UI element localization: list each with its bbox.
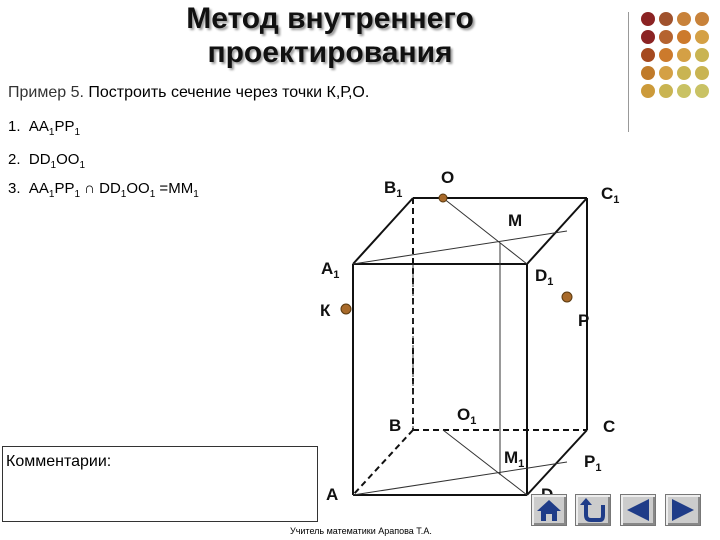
point-k <box>340 303 352 315</box>
step-subscript: 1 <box>193 189 199 200</box>
title-line-1: Метод внутреннего <box>186 2 474 35</box>
label-o1: O1 <box>457 405 476 427</box>
return-button[interactable] <box>575 494 611 526</box>
edge-b-a-hidden <box>352 429 414 496</box>
comments-label: Комментарии: <box>6 453 112 470</box>
slide-title: Метод внутреннего проектирования <box>90 2 570 70</box>
decorative-dot <box>677 12 691 26</box>
next-button[interactable] <box>665 494 701 526</box>
step-number: 3. <box>8 180 21 197</box>
decorative-dot <box>677 84 691 98</box>
example-statement: Пример 5. Построить сечение через точки … <box>8 84 369 102</box>
step-number: 1. <box>8 118 21 135</box>
return-icon <box>580 498 605 522</box>
step-subscript: 1 <box>50 160 57 171</box>
step-text: PP <box>54 118 75 135</box>
step-text: OO <box>56 151 80 168</box>
divider-line <box>628 12 629 132</box>
step-text: PP <box>54 180 75 197</box>
step-subscript: 1 <box>79 160 85 171</box>
example-text: Построить сечение через точки К,Р,О. <box>83 84 370 101</box>
step-subscript: 1 <box>120 189 127 200</box>
decorative-dot <box>677 66 691 80</box>
label-b1: B1 <box>384 178 402 200</box>
previous-button[interactable] <box>620 494 656 526</box>
line-d1-o <box>442 197 528 265</box>
decorative-dot <box>695 84 709 98</box>
decorative-dot <box>659 48 673 62</box>
label-b: B <box>389 416 401 435</box>
example-label: Пример 5. <box>8 84 84 101</box>
decorative-dot <box>659 12 673 26</box>
point-p <box>561 291 573 303</box>
decorative-dot <box>659 84 673 98</box>
step-subscript: 1 <box>74 189 81 200</box>
step-text: =MM <box>155 180 194 197</box>
step-3: 3. AA1PP1 ∩ DD1OO1 =MM1 <box>8 180 199 200</box>
point-o <box>438 193 448 203</box>
previous-icon <box>627 499 649 521</box>
next-icon <box>672 499 694 521</box>
step-subscript: 1 <box>74 127 81 138</box>
decorative-dot <box>677 30 691 44</box>
label-d1: D1 <box>535 266 553 288</box>
decorative-dot <box>641 30 655 44</box>
decorative-dot <box>641 48 655 62</box>
edge-c1-d1 <box>526 197 588 265</box>
comments-box[interactable]: Комментарии: <box>2 446 318 522</box>
label-c1: C1 <box>601 184 619 206</box>
decorative-dot <box>695 12 709 26</box>
author-credit: Учитель математики Арапова Т.А. <box>290 526 432 536</box>
step-text: OO <box>126 180 150 197</box>
decorative-dot <box>641 84 655 98</box>
label-a: A <box>326 485 338 504</box>
label-p: P <box>578 311 589 330</box>
decorative-dot <box>695 30 709 44</box>
label-o: O <box>441 168 454 187</box>
label-p1: P1 <box>584 452 601 474</box>
decorative-dot <box>695 66 709 80</box>
label-m: M <box>508 211 522 230</box>
step-text: AA <box>28 118 49 135</box>
edge-d-c <box>526 429 588 496</box>
step-subscript: 1 <box>149 189 156 200</box>
line-a-p1 <box>352 461 568 496</box>
decorative-dot <box>641 66 655 80</box>
label-a1: A1 <box>321 259 339 281</box>
step-text: DD <box>28 151 51 168</box>
label-c: C <box>603 417 615 436</box>
edge-b1-a1 <box>352 197 414 265</box>
step-number: 2. <box>8 151 21 168</box>
step-subscript: 1 <box>48 127 55 138</box>
step-text: ∩ DD <box>80 180 121 197</box>
decorative-dot <box>677 48 691 62</box>
line-d-o1 <box>442 429 528 496</box>
home-icon <box>537 500 561 521</box>
decorative-dot <box>659 66 673 80</box>
decorative-dot <box>695 48 709 62</box>
decorative-dot <box>641 12 655 26</box>
label-m1: M1 <box>504 448 524 470</box>
step-text: AA <box>28 180 49 197</box>
home-button[interactable] <box>531 494 567 526</box>
title-line-2: проектирования <box>207 36 453 69</box>
step-1: 1. AA1PP1 <box>8 118 80 138</box>
line-a1-p1 <box>352 230 568 265</box>
label-k: К <box>320 301 331 320</box>
marked-points <box>340 193 573 315</box>
step-subscript: 1 <box>48 189 55 200</box>
decorative-dot <box>659 30 673 44</box>
step-2: 2. DD1OO1 <box>8 151 85 171</box>
